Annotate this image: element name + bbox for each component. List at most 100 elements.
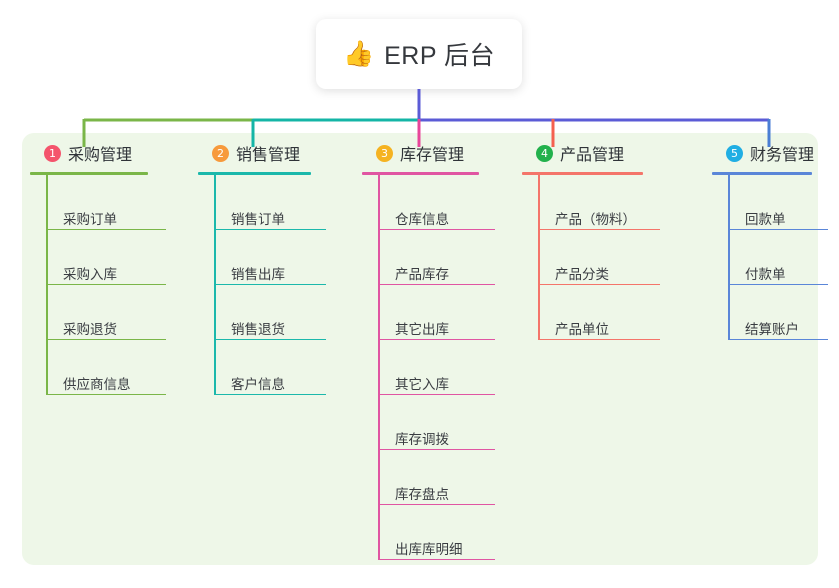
menu-item-rule bbox=[46, 393, 166, 395]
menu-item-label: 产品单位 bbox=[555, 321, 609, 337]
menu-item[interactable]: 库存盘点 bbox=[362, 450, 532, 505]
menu-item-label: 销售订单 bbox=[231, 211, 285, 227]
column-index-badge: 4 bbox=[536, 144, 553, 162]
menu-item[interactable]: 供应商信息 bbox=[30, 340, 190, 395]
menu-item-rule bbox=[46, 283, 166, 285]
menu-item[interactable]: 采购入库 bbox=[30, 230, 190, 285]
page-title: ERP 后台 bbox=[384, 42, 496, 70]
thumbs-up-icon: 👍 bbox=[342, 39, 375, 68]
menu-item-rule bbox=[378, 338, 495, 340]
column-item-list: 采购订单采购入库采购退货供应商信息 bbox=[30, 175, 190, 395]
column-header-rule bbox=[522, 172, 643, 175]
menu-item[interactable]: 产品库存 bbox=[362, 230, 532, 285]
menu-item-label: 结算账户 bbox=[745, 321, 799, 337]
menu-item-label: 客户信息 bbox=[231, 376, 285, 392]
menu-item-label: 库存调拨 bbox=[395, 431, 449, 447]
column-header-finance[interactable]: 5 财务管理 bbox=[712, 140, 839, 166]
branch-column-purchasing: 1 采购管理采购订单采购入库采购退货供应商信息 bbox=[30, 140, 190, 395]
branch-column-product: 4 产品管理产品（物料） 产品分类产品单位 bbox=[522, 140, 702, 340]
menu-item-label: 产品（物料） bbox=[555, 211, 636, 227]
menu-item-label: 销售出库 bbox=[231, 266, 285, 282]
menu-item-rule bbox=[538, 338, 660, 340]
column-header-rule bbox=[198, 172, 311, 175]
menu-item[interactable]: 产品（物料） bbox=[522, 175, 702, 230]
menu-item-rule bbox=[538, 228, 660, 230]
menu-item[interactable]: 结算账户 bbox=[712, 285, 839, 340]
menu-item[interactable]: 销售退货 bbox=[198, 285, 358, 340]
column-header-rule bbox=[362, 172, 479, 175]
menu-item-label: 付款单 bbox=[745, 266, 786, 282]
menu-item[interactable]: 其它出库 bbox=[362, 285, 532, 340]
menu-item-label: 产品库存 bbox=[395, 266, 449, 282]
column-title: 库存管理 bbox=[400, 147, 465, 164]
menu-item-rule bbox=[378, 558, 495, 560]
menu-item-rule bbox=[728, 338, 828, 340]
menu-item[interactable]: 其它入库 bbox=[362, 340, 532, 395]
menu-item[interactable]: 回款单 bbox=[712, 175, 839, 230]
column-header-rule bbox=[30, 172, 148, 175]
menu-item[interactable]: 仓库信息 bbox=[362, 175, 532, 230]
column-rail bbox=[378, 175, 380, 560]
branch-column-inventory: 3 库存管理仓库信息产品库存其它出库其它入库库存调拨库存盘点出库库明细 bbox=[362, 140, 532, 560]
menu-item-rule bbox=[538, 283, 660, 285]
column-title: 采购管理 bbox=[68, 147, 133, 164]
column-item-list: 产品（物料） 产品分类产品单位 bbox=[522, 175, 702, 340]
menu-item-rule bbox=[728, 283, 828, 285]
menu-item-rule bbox=[378, 283, 495, 285]
column-index-badge: 3 bbox=[376, 144, 393, 162]
menu-item-label: 其它出库 bbox=[395, 321, 449, 337]
menu-item-label: 采购入库 bbox=[63, 266, 117, 282]
menu-item-rule bbox=[214, 228, 326, 230]
menu-item-label: 其它入库 bbox=[395, 376, 449, 392]
menu-item[interactable]: 销售订单 bbox=[198, 175, 358, 230]
column-title: 产品管理 bbox=[560, 147, 625, 164]
column-index-badge: 2 bbox=[212, 144, 229, 162]
menu-item-rule bbox=[378, 228, 495, 230]
menu-item[interactable]: 销售出库 bbox=[198, 230, 358, 285]
menu-item-label: 库存盘点 bbox=[395, 486, 449, 502]
column-header-rule bbox=[712, 172, 812, 175]
menu-item[interactable]: 产品分类 bbox=[522, 230, 702, 285]
column-header-inventory[interactable]: 3 库存管理 bbox=[362, 140, 532, 166]
column-index-badge: 1 bbox=[44, 144, 61, 162]
column-rail bbox=[46, 175, 48, 395]
menu-item[interactable]: 库存调拨 bbox=[362, 395, 532, 450]
column-title: 财务管理 bbox=[750, 147, 815, 164]
column-item-list: 仓库信息产品库存其它出库其它入库库存调拨库存盘点出库库明细 bbox=[362, 175, 532, 560]
menu-item-label: 回款单 bbox=[745, 211, 786, 227]
menu-item-label: 采购订单 bbox=[63, 211, 117, 227]
column-header-product[interactable]: 4 产品管理 bbox=[522, 140, 702, 166]
column-index-badge: 5 bbox=[726, 144, 743, 162]
column-header-purchasing[interactable]: 1 采购管理 bbox=[30, 140, 190, 166]
menu-item-rule bbox=[378, 503, 495, 505]
menu-item[interactable]: 付款单 bbox=[712, 230, 839, 285]
column-rail bbox=[538, 175, 540, 340]
menu-item-rule bbox=[728, 228, 828, 230]
menu-item-rule bbox=[214, 338, 326, 340]
root-title-card[interactable]: 👍 ERP 后台 bbox=[316, 19, 522, 89]
menu-item-rule bbox=[214, 393, 326, 395]
column-item-list: 销售订单销售出库销售退货客户信息 bbox=[198, 175, 358, 395]
column-header-sales[interactable]: 2 销售管理 bbox=[198, 140, 358, 166]
menu-item[interactable]: 采购订单 bbox=[30, 175, 190, 230]
menu-item-rule bbox=[46, 228, 166, 230]
menu-item-rule bbox=[214, 283, 326, 285]
branch-column-sales: 2 销售管理销售订单销售出库销售退货客户信息 bbox=[198, 140, 358, 395]
branch-column-finance: 5 财务管理回款单付款单结算账户 bbox=[712, 140, 839, 340]
menu-item-label: 供应商信息 bbox=[63, 376, 131, 392]
column-title: 销售管理 bbox=[236, 147, 301, 164]
column-rail bbox=[728, 175, 730, 340]
menu-item-rule bbox=[378, 393, 495, 395]
menu-item-rule bbox=[378, 448, 495, 450]
menu-item[interactable]: 出库库明细 bbox=[362, 505, 532, 560]
menu-item-label: 出库库明细 bbox=[395, 541, 463, 557]
diagram-panel bbox=[22, 133, 818, 565]
menu-item-label: 仓库信息 bbox=[395, 211, 449, 227]
menu-item-rule bbox=[46, 338, 166, 340]
column-item-list: 回款单付款单结算账户 bbox=[712, 175, 839, 340]
menu-item[interactable]: 采购退货 bbox=[30, 285, 190, 340]
menu-item-label: 产品分类 bbox=[555, 266, 609, 282]
menu-item[interactable]: 客户信息 bbox=[198, 340, 358, 395]
menu-item[interactable]: 产品单位 bbox=[522, 285, 702, 340]
menu-item-label: 销售退货 bbox=[231, 321, 285, 337]
